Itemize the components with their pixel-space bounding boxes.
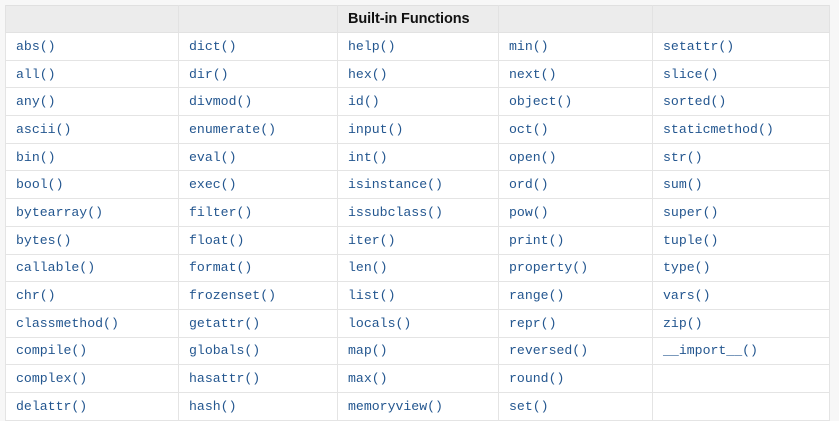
builtin-function-cell[interactable]: property(): [498, 253, 653, 283]
builtin-function-cell[interactable]: bytearray(): [5, 198, 179, 227]
builtin-function-cell[interactable]: setattr(): [652, 32, 830, 61]
builtin-function-cell[interactable]: chr(): [5, 281, 179, 310]
builtin-function-cell[interactable]: float(): [178, 225, 338, 255]
builtin-function-cell[interactable]: any(): [5, 87, 179, 117]
table-row: abs()dict()help()min()setattr(): [5, 32, 830, 61]
table-row: bytearray()filter()issubclass()pow()supe…: [5, 198, 830, 227]
builtin-function-cell[interactable]: object(): [498, 87, 653, 117]
builtin-function-cell[interactable]: sum(): [652, 170, 830, 200]
builtin-function-cell[interactable]: divmod(): [178, 87, 338, 117]
builtin-function-cell[interactable]: iter(): [337, 225, 499, 255]
builtin-function-cell[interactable]: oct(): [498, 115, 653, 144]
table-header: Built-in Functions: [5, 5, 830, 33]
builtin-function-cell[interactable]: classmethod(): [5, 308, 179, 338]
builtin-function-cell[interactable]: hash(): [178, 391, 338, 421]
builtin-function-cell[interactable]: getattr(): [178, 308, 338, 338]
table-header-cell-1: [178, 5, 338, 33]
table-row: chr()frozenset()list()range()vars(): [5, 281, 830, 310]
builtin-function-cell[interactable]: str(): [652, 142, 830, 172]
table-header-cell-3: [498, 5, 653, 33]
builtin-function-cell[interactable]: ascii(): [5, 115, 179, 144]
table-row: ascii()enumerate()input()oct()staticmeth…: [5, 115, 830, 144]
builtin-function-cell[interactable]: id(): [337, 87, 499, 117]
table-header-cell-4: [652, 5, 830, 33]
builtin-function-cell[interactable]: print(): [498, 225, 653, 255]
builtin-function-cell[interactable]: int(): [337, 142, 499, 172]
builtin-function-cell[interactable]: compile(): [5, 336, 179, 366]
builtin-function-cell[interactable]: staticmethod(): [652, 115, 830, 144]
table-row: delattr()hash()memoryview()set(): [5, 391, 830, 421]
builtin-function-cell[interactable]: dict(): [178, 32, 338, 61]
builtin-function-cell[interactable]: max(): [337, 364, 499, 393]
table-row: bin()eval()int()open()str(): [5, 142, 830, 172]
builtin-function-cell[interactable]: locals(): [337, 308, 499, 338]
builtin-function-cell[interactable]: filter(): [178, 198, 338, 227]
builtin-function-cell[interactable]: super(): [652, 198, 830, 227]
builtin-function-cell[interactable]: memoryview(): [337, 391, 499, 421]
builtin-function-cell[interactable]: all(): [5, 59, 179, 89]
table-row: all()dir()hex()next()slice(): [5, 59, 830, 89]
builtin-function-cell[interactable]: hex(): [337, 59, 499, 89]
builtin-function-cell[interactable]: slice(): [652, 59, 830, 89]
builtin-function-cell[interactable]: tuple(): [652, 225, 830, 255]
builtin-function-cell[interactable]: callable(): [5, 253, 179, 283]
builtin-function-cell[interactable]: globals(): [178, 336, 338, 366]
builtin-function-cell[interactable]: bool(): [5, 170, 179, 200]
builtin-function-cell[interactable]: repr(): [498, 308, 653, 338]
builtin-function-cell[interactable]: hasattr(): [178, 364, 338, 393]
table-header-cell-0: [5, 5, 179, 33]
builtin-function-cell[interactable]: exec(): [178, 170, 338, 200]
builtin-function-cell[interactable]: type(): [652, 253, 830, 283]
table-title-cell: Built-in Functions: [337, 5, 499, 33]
builtin-function-cell[interactable]: delattr(): [5, 391, 179, 421]
builtin-function-cell[interactable]: complex(): [5, 364, 179, 393]
table-body: abs()dict()help()min()setattr()all()dir(…: [5, 32, 830, 421]
builtin-function-cell[interactable]: issubclass(): [337, 198, 499, 227]
builtin-function-cell[interactable]: reversed(): [498, 336, 653, 366]
builtin-function-cell[interactable]: bytes(): [5, 225, 179, 255]
table-row: complex()hasattr()max()round(): [5, 364, 830, 393]
builtin-function-cell[interactable]: vars(): [652, 281, 830, 310]
builtin-function-cell[interactable]: range(): [498, 281, 653, 310]
builtin-function-cell[interactable]: help(): [337, 32, 499, 61]
builtin-function-cell[interactable]: len(): [337, 253, 499, 283]
builtin-function-cell[interactable]: abs(): [5, 32, 179, 61]
builtin-function-cell[interactable]: frozenset(): [178, 281, 338, 310]
builtin-functions-table: Built-in Functions abs()dict()help()min(…: [5, 5, 830, 421]
builtin-function-cell[interactable]: min(): [498, 32, 653, 61]
table-row: compile()globals()map()reversed()__impor…: [5, 336, 830, 366]
table-row: classmethod()getattr()locals()repr()zip(…: [5, 308, 830, 338]
builtin-function-cell[interactable]: set(): [498, 391, 653, 421]
builtin-function-cell[interactable]: bin(): [5, 142, 179, 172]
table-header-row: Built-in Functions: [5, 5, 830, 33]
empty-cell: [652, 391, 830, 421]
builtin-function-cell[interactable]: pow(): [498, 198, 653, 227]
table-row: bytes()float()iter()print()tuple(): [5, 225, 830, 255]
builtin-function-cell[interactable]: __import__(): [652, 336, 830, 366]
builtin-function-cell[interactable]: input(): [337, 115, 499, 144]
builtin-function-cell[interactable]: enumerate(): [178, 115, 338, 144]
builtin-function-cell[interactable]: ord(): [498, 170, 653, 200]
table-row: callable()format()len()property()type(): [5, 253, 830, 283]
builtin-function-cell[interactable]: isinstance(): [337, 170, 499, 200]
builtin-function-cell[interactable]: open(): [498, 142, 653, 172]
table-row: bool()exec()isinstance()ord()sum(): [5, 170, 830, 200]
builtin-function-cell[interactable]: round(): [498, 364, 653, 393]
builtin-function-cell[interactable]: next(): [498, 59, 653, 89]
empty-cell: [652, 364, 830, 393]
builtin-function-cell[interactable]: sorted(): [652, 87, 830, 117]
builtin-function-cell[interactable]: format(): [178, 253, 338, 283]
builtin-function-cell[interactable]: dir(): [178, 59, 338, 89]
builtin-function-cell[interactable]: map(): [337, 336, 499, 366]
builtin-function-cell[interactable]: list(): [337, 281, 499, 310]
table-row: any()divmod()id()object()sorted(): [5, 87, 830, 117]
builtin-function-cell[interactable]: eval(): [178, 142, 338, 172]
builtin-function-cell[interactable]: zip(): [652, 308, 830, 338]
